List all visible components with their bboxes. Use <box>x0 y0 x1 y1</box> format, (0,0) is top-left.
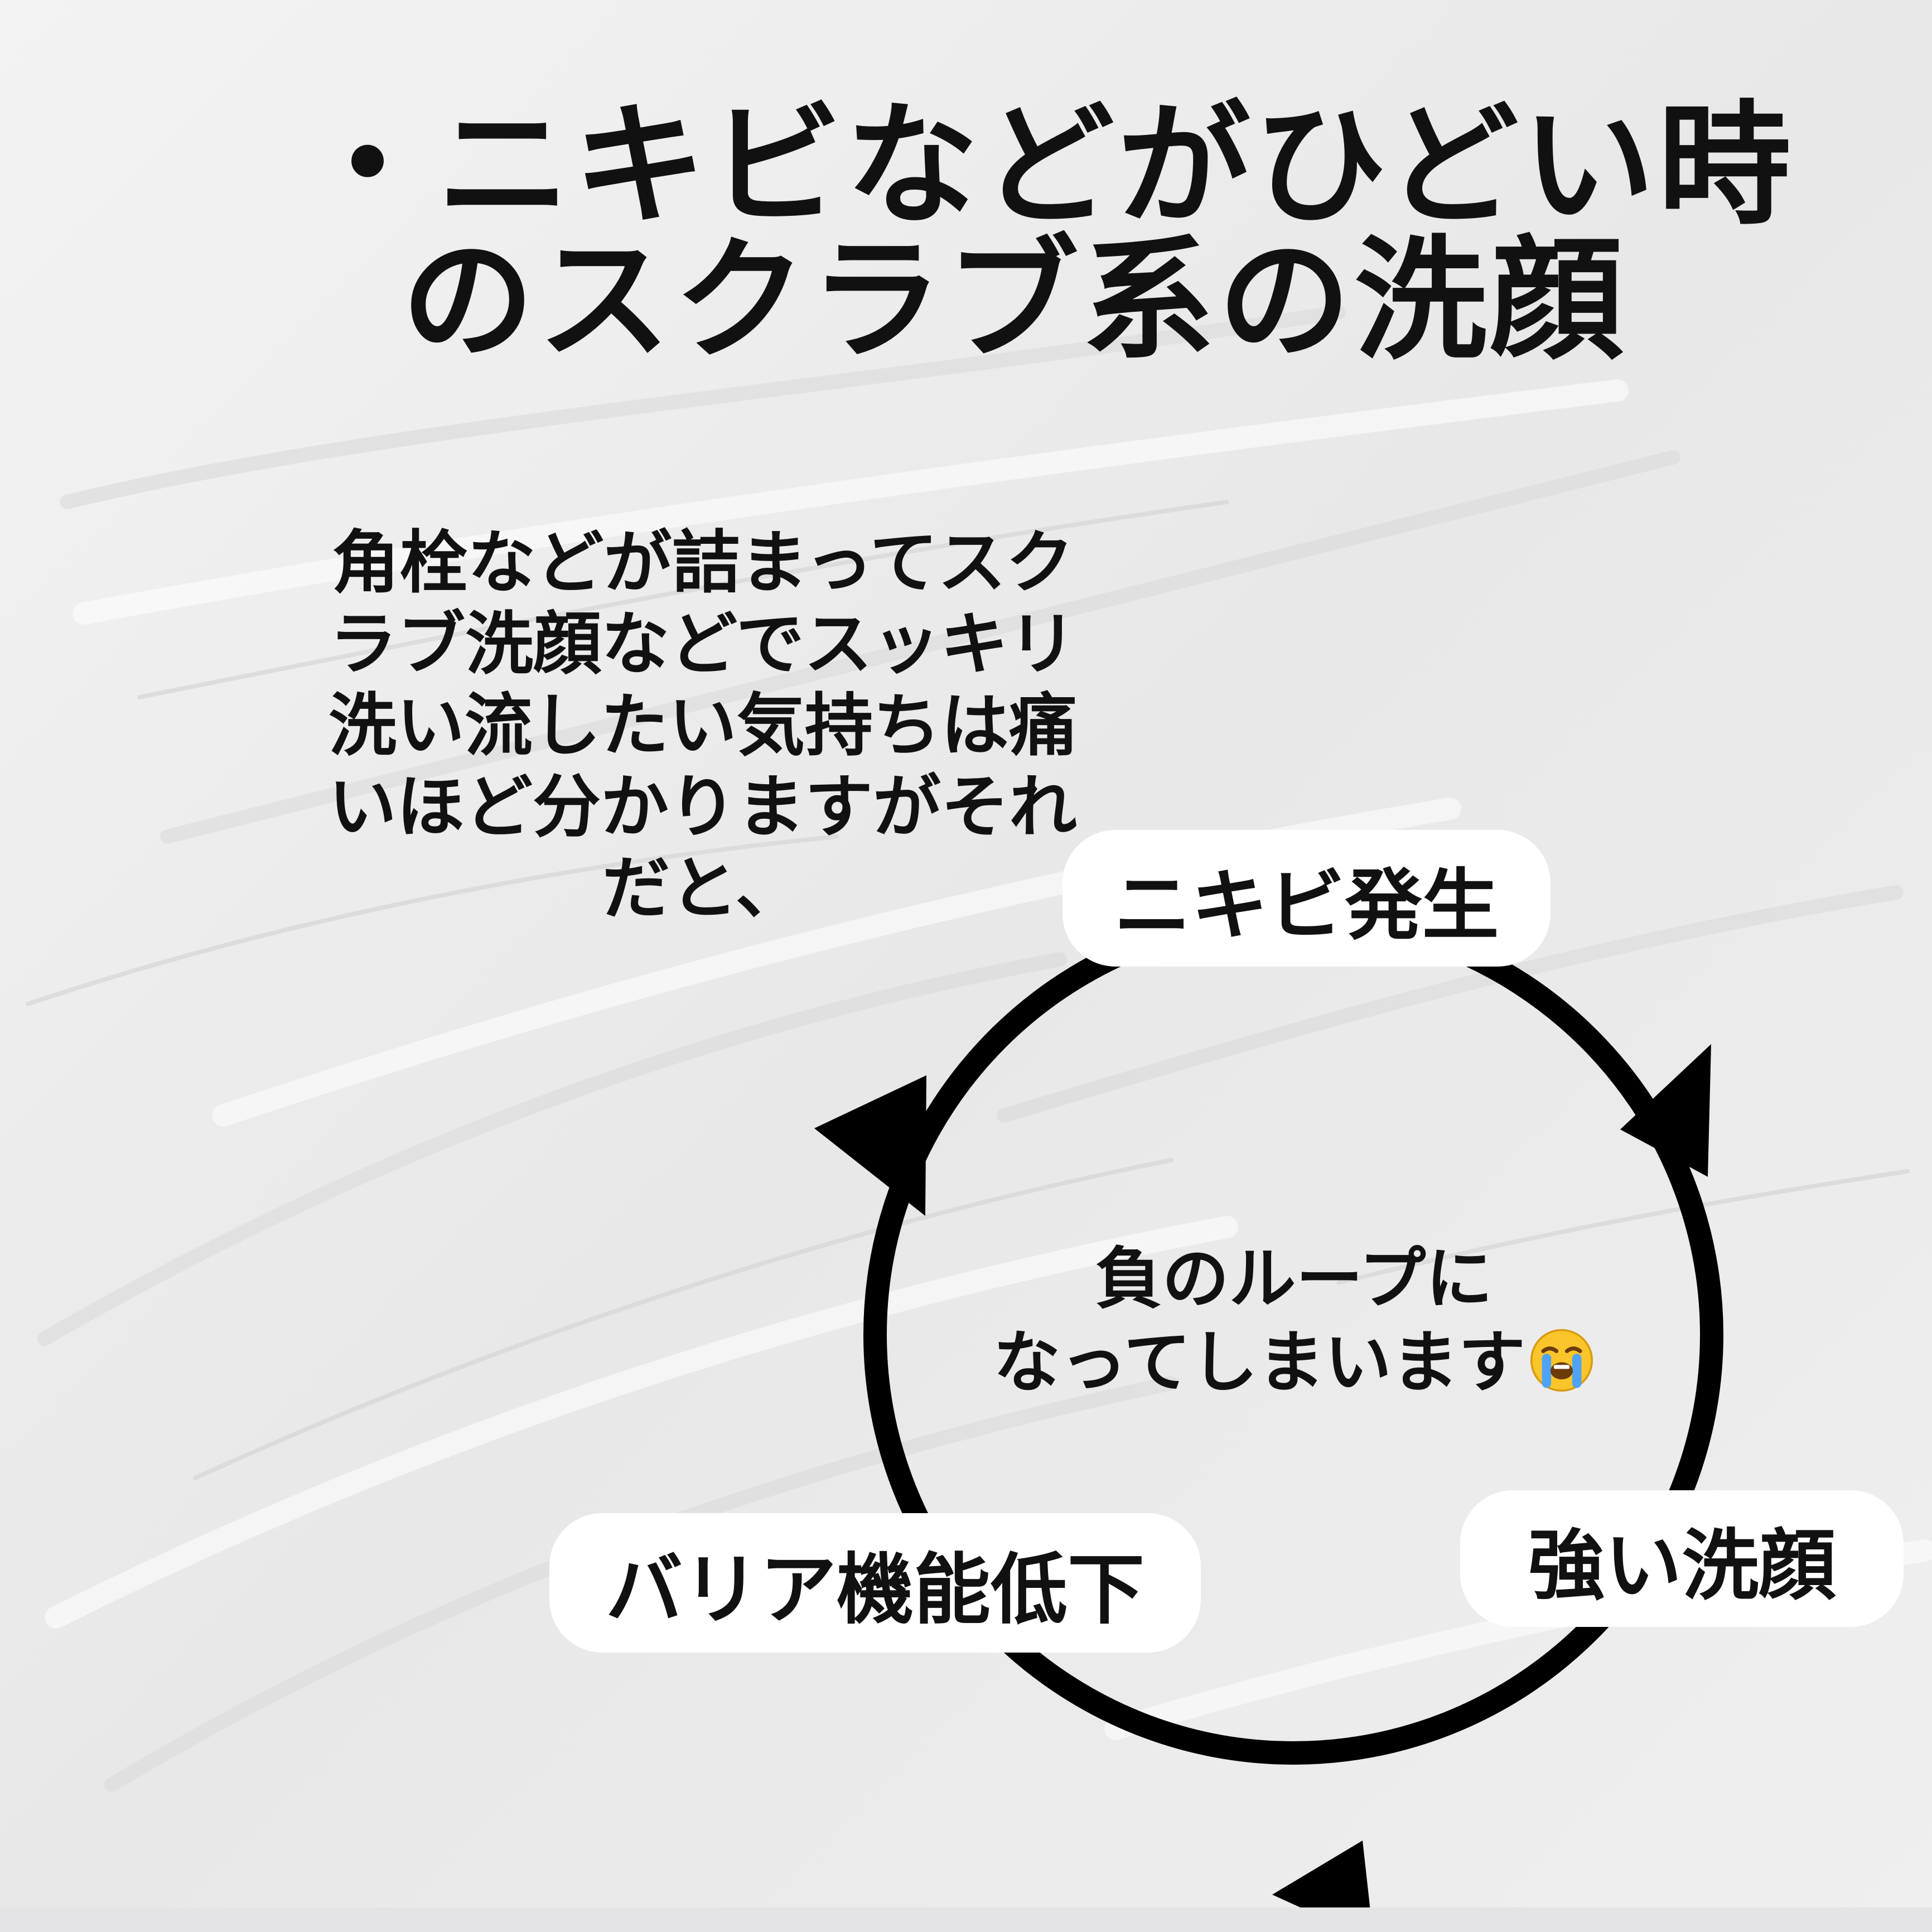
explanation-line-5: だと、 <box>602 848 804 928</box>
bottom-border-strip <box>0 1907 1932 1932</box>
cycle-center-caption: 負のループに なってしまいます <box>904 1237 1684 1404</box>
explanation-line-2: ラブ洗顔などでスッキリ <box>329 603 1076 684</box>
explanation-line-4: いほど分かりますがそれ <box>329 766 1077 847</box>
explanation-paragraph: 角栓などが詰まってスク ラブ洗顔などでスッキリ 洗い流したい気持ちは痛 いほど分… <box>268 521 1138 929</box>
center-caption-line-2: なってしまいます <box>904 1321 1684 1404</box>
cycle-node-acne: ニキビ発生 <box>1062 830 1551 967</box>
center-caption-line-2-text: なってしまいます <box>993 1323 1525 1402</box>
loudly-crying-face-icon <box>1530 1329 1593 1392</box>
arrow-head-top-right <box>1620 1044 1711 1177</box>
cycle-node-barrier-decline: バリア機能低下 <box>549 1513 1201 1653</box>
center-caption-line-1: 負のループに <box>1095 1239 1493 1318</box>
arrow-head-left <box>814 1075 926 1216</box>
cycle-node-strong-wash: 強い洗顔 <box>1460 1490 1904 1627</box>
explanation-line-3: 洗い流したい気持ちは痛 <box>329 685 1077 765</box>
headline-line-2: のスクラブ系の洗顔 <box>402 223 1626 378</box>
explanation-line-1: 角栓などが詰まってスク <box>331 522 1074 602</box>
headline-line-1: ・ニキビなどがひどい時 <box>301 88 1794 243</box>
